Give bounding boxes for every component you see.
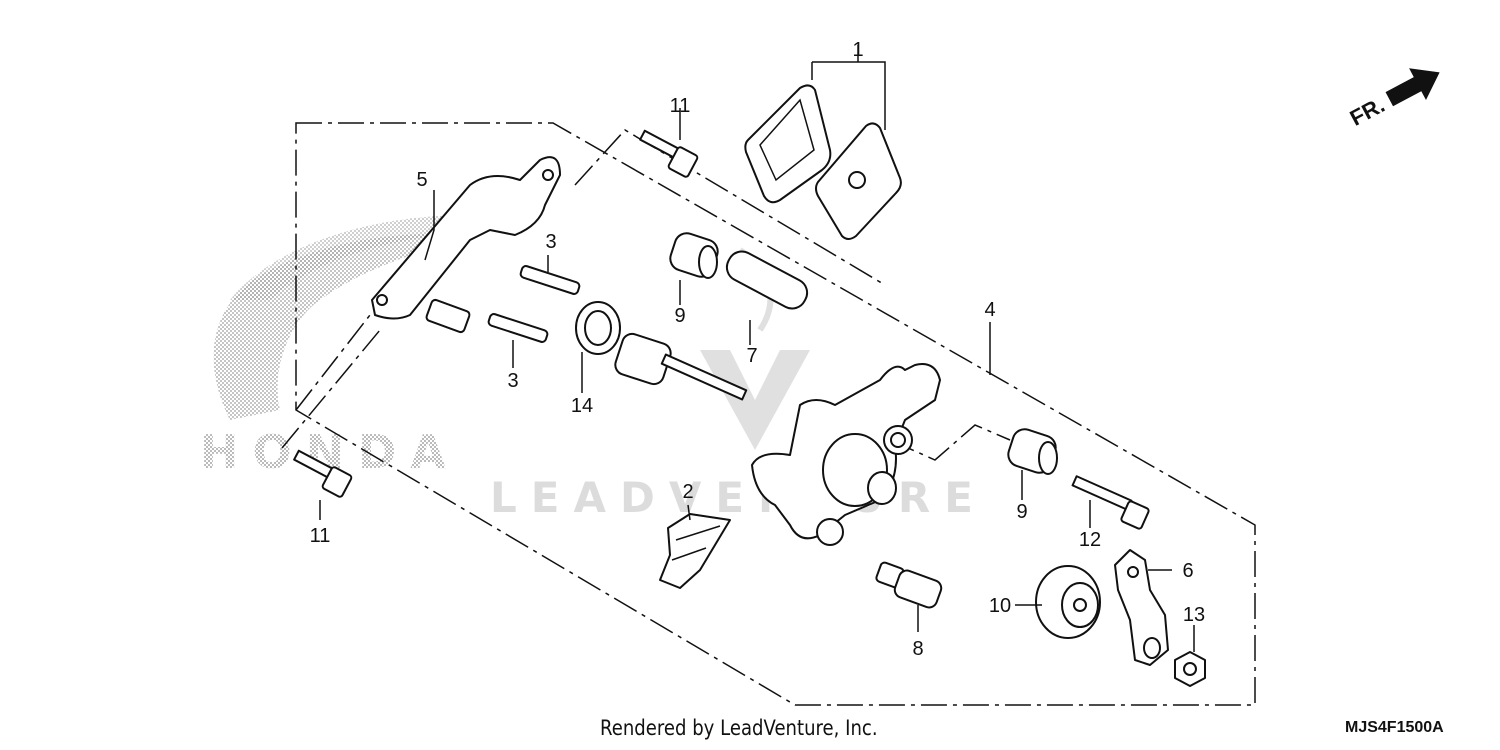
bleeder [875,561,943,609]
caliper-body [751,363,941,546]
boot-upper [669,232,719,279]
caliper-bracket [371,156,561,334]
callout-8: 8 [912,638,923,660]
watermark-text: LEADVENTURE [490,473,987,522]
bolt-11-upper [639,129,699,178]
callout-3-upper: 3 [545,231,556,253]
assembly-outline [281,122,1256,706]
callout-3-lower: 3 [507,370,518,392]
bolt-12 [1071,475,1150,530]
sleeve [725,250,809,310]
bracket-pins [487,265,581,343]
callout-9-lower: 9 [1016,501,1027,523]
callout-12: 12 [1079,529,1101,551]
callout-10: 10 [989,595,1011,617]
brake-pads [744,84,902,240]
callout-14: 14 [571,395,593,417]
front-direction-arrow: FR. [1346,68,1440,131]
seal-ring [575,301,621,355]
callout-5: 5 [416,169,427,191]
callout-1: 1 [852,39,863,61]
boot-lower [1007,428,1058,475]
pad-spring [659,513,731,589]
callout-4: 4 [984,299,995,321]
cap [1035,565,1101,639]
direction-label: FR. [1346,92,1389,131]
callout-11-lower: 11 [310,525,331,547]
plate [1114,549,1169,666]
diagram-code: MJS4F1500A [1345,719,1444,736]
callout-2: 2 [682,481,693,503]
credit-text: Rendered by LeadVenture, Inc. [600,716,878,740]
callout-13: 13 [1183,604,1205,626]
callout-11-upper: 11 [670,95,691,117]
bolt-11-lower [293,449,353,498]
callout-7: 7 [746,345,757,367]
nut [1174,651,1206,687]
leader-lines [319,45,1195,652]
callouts: 1 2 3 3 4 5 6 7 8 9 9 10 11 11 12 13 14 [310,39,1206,660]
callout-9-upper: 9 [674,305,685,327]
callout-6: 6 [1182,560,1193,582]
slide-pin [614,332,748,401]
